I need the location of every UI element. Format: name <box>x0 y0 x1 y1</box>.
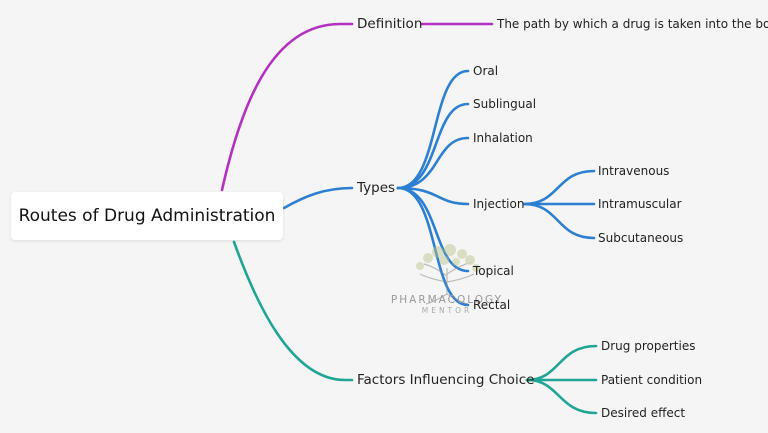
connector-factors-effect <box>525 378 598 415</box>
node-injection-intramuscular[interactable]: Intramuscular <box>598 197 682 211</box>
node-type-rectal[interactable]: Rectal <box>473 298 511 312</box>
connector-root-factors <box>232 240 354 382</box>
node-type-oral[interactable]: Oral <box>473 64 499 78</box>
connector-types-injection <box>396 186 470 206</box>
root-node[interactable]: Routes of Drug Administration <box>11 192 283 240</box>
connector-injection-iv <box>522 169 596 206</box>
connector-types-oral <box>396 69 470 190</box>
node-type-inhalation[interactable]: Inhalation <box>473 131 533 145</box>
connector-types-sublingual <box>396 102 470 190</box>
tree-logo-icon <box>416 244 480 305</box>
node-types[interactable]: Types <box>357 180 396 196</box>
connector-types-inhalation <box>396 136 470 190</box>
node-factor-patient-condition[interactable]: Patient condition <box>601 373 703 387</box>
connector-root-definition <box>220 22 354 192</box>
connector-factors-drug <box>525 344 598 382</box>
node-type-topical[interactable]: Topical <box>473 264 514 278</box>
node-factors[interactable]: Factors Influencing Choice <box>357 372 535 388</box>
node-factor-desired-effect[interactable]: Desired effect <box>601 406 686 420</box>
node-type-injection[interactable]: Injection <box>473 197 525 211</box>
root-label: Routes of Drug Administration <box>18 206 276 226</box>
node-definition[interactable]: Definition <box>357 16 423 32</box>
node-injection-subcutaneous[interactable]: Subcutaneous <box>598 231 684 245</box>
node-type-sublingual[interactable]: Sublingual <box>473 97 537 111</box>
connector-types-rectal <box>396 186 470 307</box>
node-factor-drug-properties[interactable]: Drug properties <box>601 339 696 353</box>
node-injection-intravenous[interactable]: Intravenous <box>598 164 670 178</box>
node-definition-detail[interactable]: The path by which a drug is taken into t… <box>497 17 768 31</box>
watermark-brand: PHARMACOLOGY <box>390 294 504 306</box>
connector-root-types <box>282 186 354 210</box>
connector-injection-sc <box>522 202 596 240</box>
watermark-sub: MENTOR <box>421 306 473 315</box>
